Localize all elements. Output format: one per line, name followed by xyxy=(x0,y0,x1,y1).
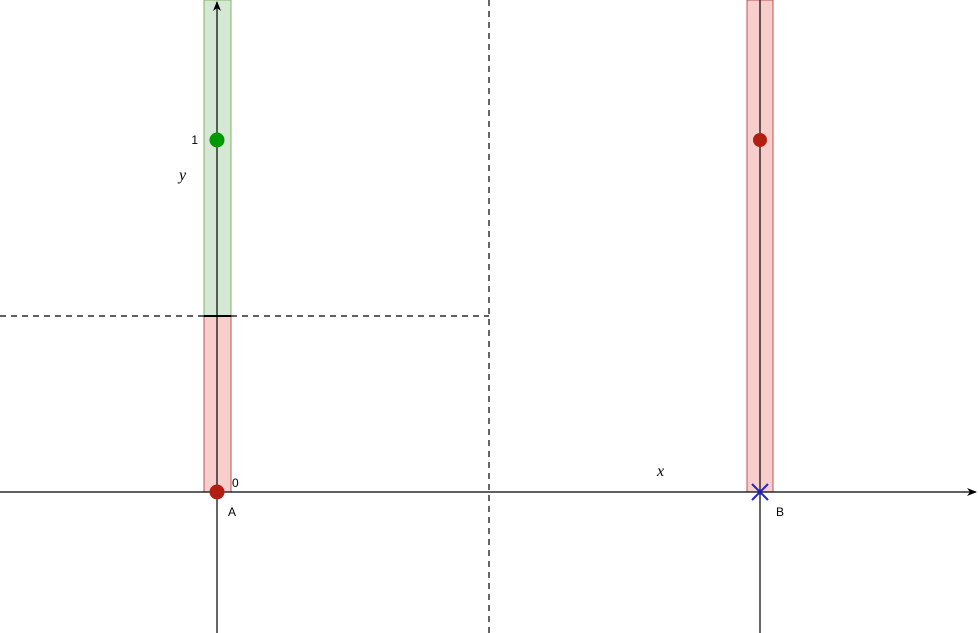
point-label-a: A xyxy=(228,505,236,519)
point-label-b: B xyxy=(776,505,784,519)
y-axis-label: y xyxy=(177,167,187,184)
cross-marker-icon xyxy=(751,483,769,501)
green-point xyxy=(209,132,225,148)
red-point-origin xyxy=(209,484,225,500)
red-point-right xyxy=(753,133,767,147)
x-axis-label: x xyxy=(656,463,664,480)
tick-label-one: 1 xyxy=(191,133,198,147)
tick-label-zero: 0 xyxy=(232,476,239,490)
